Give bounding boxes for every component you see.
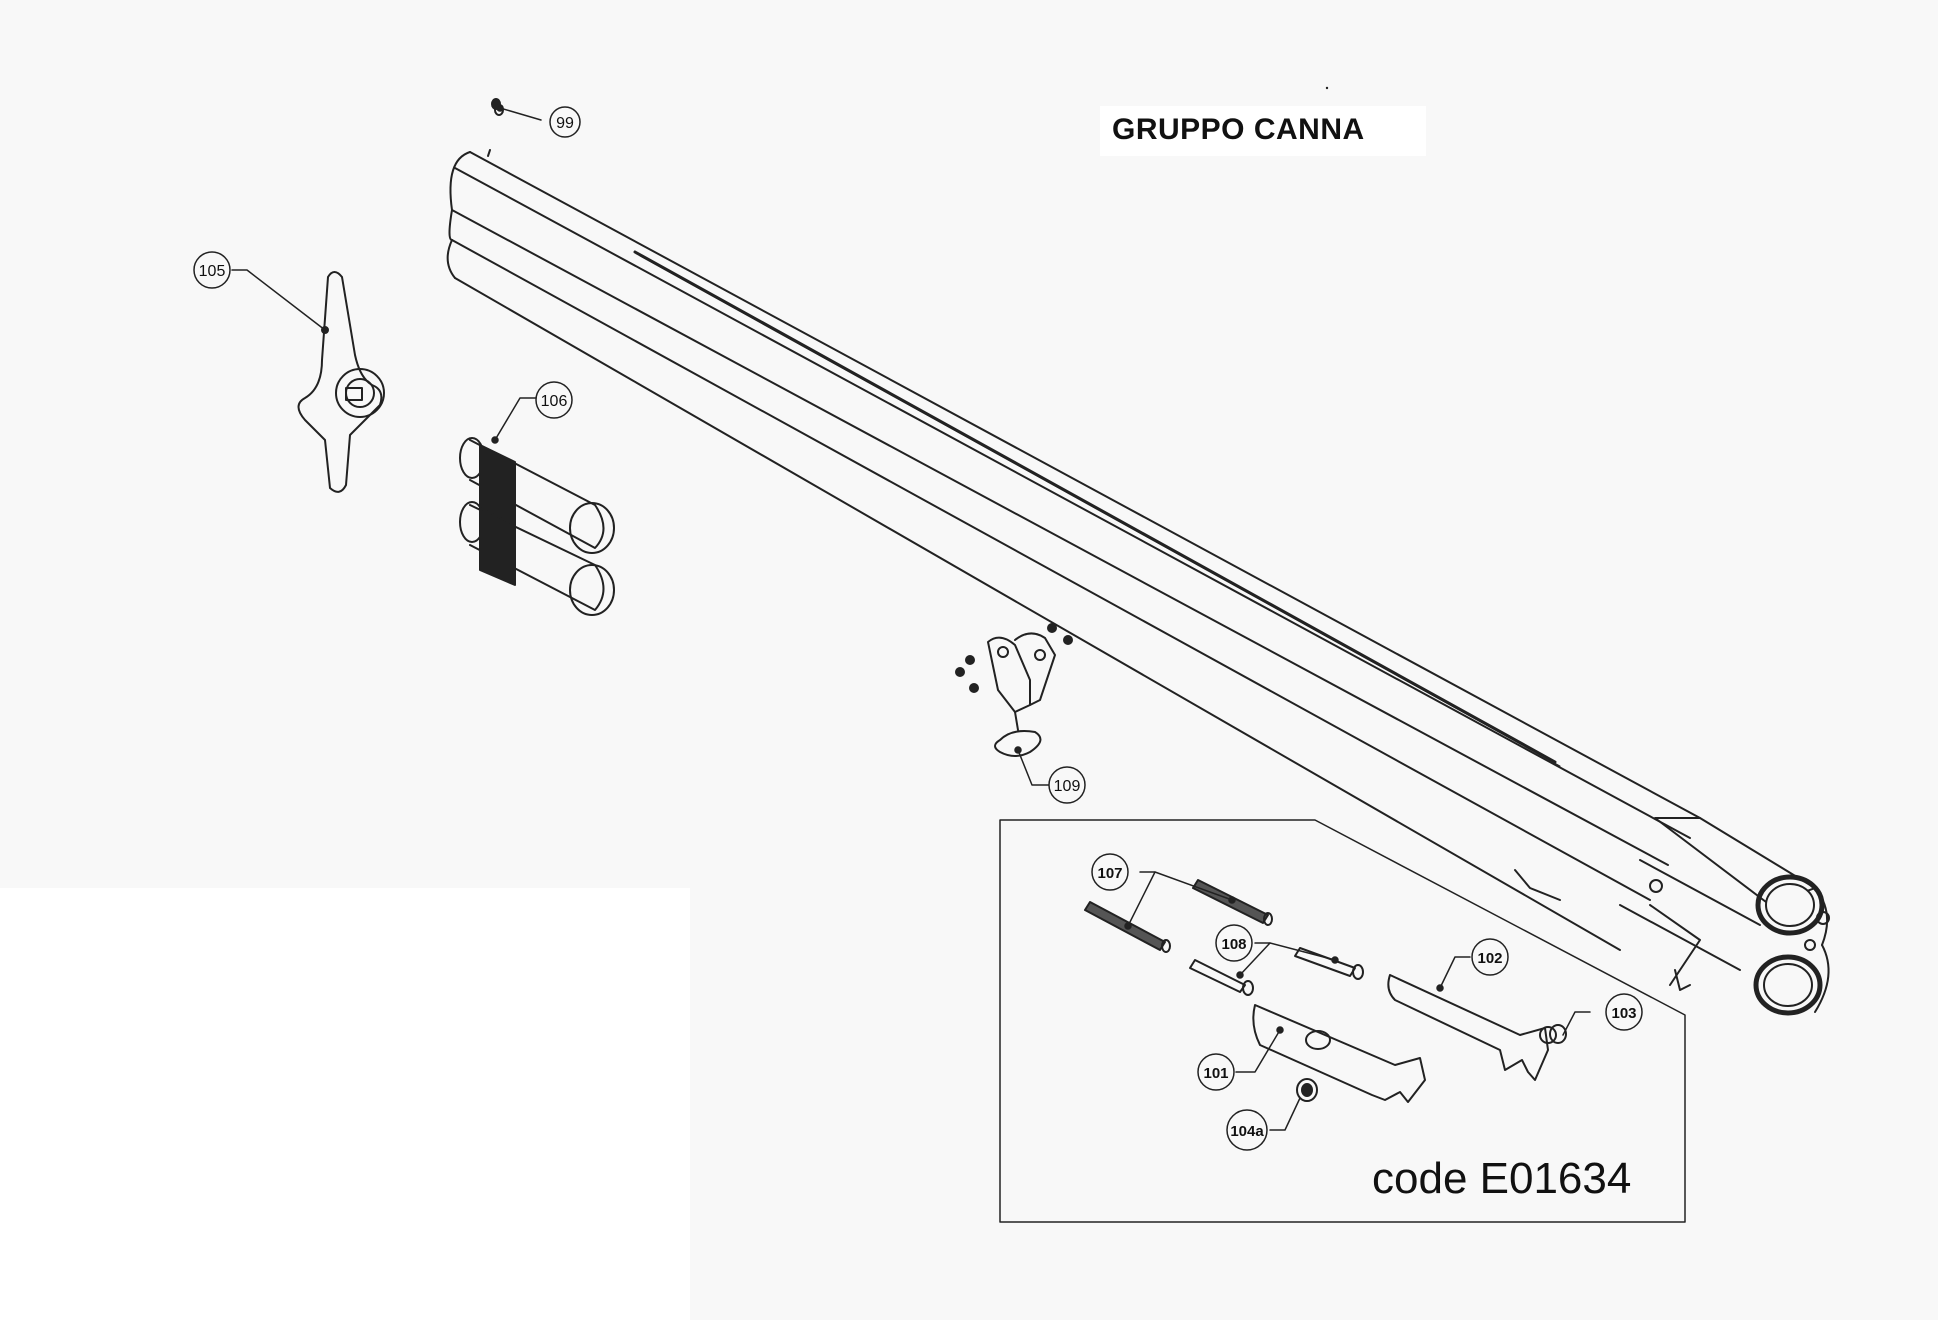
ejector-102 (1387, 974, 1557, 1081)
callout-103: 103 (1605, 993, 1643, 1031)
callout-label: 108 (1221, 936, 1246, 953)
wrench-105 (297, 271, 385, 493)
barrel (446, 149, 1830, 1016)
callout-label: 101 (1203, 1065, 1228, 1082)
part-code-label: code E01634 (1372, 1154, 1632, 1203)
callout-107: 107 (1091, 853, 1129, 891)
callout-104a: 104a (1226, 1109, 1268, 1151)
callout-109: 109 (1048, 766, 1086, 804)
dot-mark (1325, 86, 1329, 90)
callout-label: 104a (1230, 1123, 1264, 1140)
callout-105: 105 (193, 251, 231, 289)
sling-swivel-109 (955, 623, 1073, 757)
callout-label: 106 (541, 393, 568, 410)
ejector-101 (1252, 1004, 1426, 1103)
diagram-title: GRUPPO CANNA (1112, 113, 1365, 146)
leader-lines (231, 104, 1591, 1131)
callout-108: 108 (1215, 924, 1253, 962)
callout-label: 103 (1611, 1005, 1636, 1022)
button-104a (1296, 1078, 1318, 1102)
choke-tubes-106 (459, 437, 615, 616)
callout-label: 107 (1097, 865, 1122, 882)
callout-label: 102 (1477, 950, 1502, 967)
inset-frame (999, 819, 1686, 1223)
callout-label: 99 (556, 115, 574, 132)
pins-108 (1189, 947, 1364, 996)
screw-103 (1549, 1024, 1567, 1044)
callout-102: 102 (1471, 938, 1509, 976)
callout-label: 105 (199, 263, 226, 280)
callout-label: 109 (1054, 778, 1081, 795)
title-plate (1100, 106, 1426, 156)
background-panel (0, 888, 690, 1320)
callout-106: 106 (535, 381, 573, 419)
callout-101: 101 (1197, 1053, 1235, 1091)
callout-99: 99 (549, 106, 581, 138)
